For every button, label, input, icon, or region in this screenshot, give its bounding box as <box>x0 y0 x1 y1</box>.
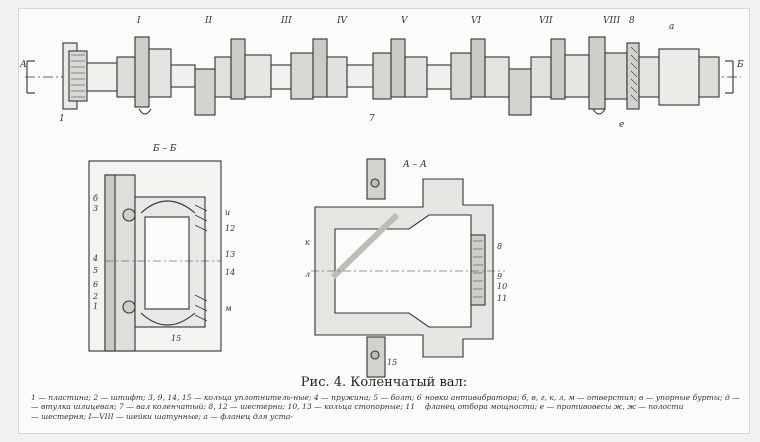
section-aa-title: Б – Б <box>152 144 177 154</box>
bb-label-15: 15 <box>387 358 397 367</box>
aa-label-5: 5 <box>93 266 98 275</box>
crankshaft-elevation <box>25 36 741 116</box>
bb-label-k: к <box>305 238 310 247</box>
part-label-plate: 1 <box>59 114 65 124</box>
figure-legend-left: 1 — пластина; 2 — штифт; 3, 9, 14, 15 — … <box>31 393 422 421</box>
journal-label-4: IV <box>336 16 349 26</box>
part-label-crankshaft: 7 <box>369 114 375 124</box>
journal-label-5: V <box>401 16 409 26</box>
bb-label-8: 8 <box>497 242 502 251</box>
journal-label-7: VII <box>539 16 553 26</box>
journal-label-6: VI <box>471 16 481 26</box>
journal-label-1: I <box>136 16 141 26</box>
document-page: А Б I II III IV V VI VII VIII 7 8 е 1 а … <box>18 8 750 434</box>
crankshaft-labels: А Б I II III IV V VI VII VIII 7 8 е 1 а <box>19 16 744 130</box>
part-label-counterweight: е <box>619 120 624 130</box>
aa-label-1: 1 <box>93 302 98 311</box>
bb-label-11: 11 <box>497 294 507 303</box>
aa-label-12: 12 <box>225 224 235 233</box>
part-label-flange: а <box>669 22 674 32</box>
section-aa-drawing: Б – Б <box>88 144 222 352</box>
aa-label-15: 15 <box>171 334 181 343</box>
aa-label-2: 2 <box>92 292 98 301</box>
aa-label-m: м <box>225 304 232 313</box>
aa-label-14: 14 <box>225 268 235 277</box>
journal-label-2: II <box>204 16 213 26</box>
aa-label-6: 6 <box>93 280 98 289</box>
journal-label-3: III <box>280 16 292 26</box>
bb-label-9: 9 <box>497 272 502 281</box>
part-label-gear: 8 <box>629 16 635 26</box>
figure-legend-right: новки антивибратора; б, в, г, к, л, м — … <box>425 393 740 412</box>
aa-label-b: б <box>93 194 98 203</box>
bb-label-10: 10 <box>497 282 507 291</box>
aa-label-i: и <box>225 208 230 217</box>
bb-label-l: л <box>305 270 310 279</box>
aa-label-3: 3 <box>93 204 98 213</box>
section-bb-title: А – А <box>402 160 427 170</box>
section-mark-b: Б <box>736 60 744 70</box>
aa-label-13: 13 <box>225 250 235 259</box>
figure-caption: Рис. 4. Коленчатый вал: <box>300 375 468 390</box>
crankshaft-drawing: А Б I II III IV V VI VII VIII 7 8 е 1 а … <box>19 16 744 378</box>
journal-label-8: VIII <box>603 16 621 26</box>
section-mark-a: А <box>19 60 27 70</box>
aa-label-4: 4 <box>92 254 98 263</box>
section-bb-drawing: А – А <box>311 158 505 378</box>
section-bb-labels: к л 8 9 10 11 15 <box>305 238 507 367</box>
section-aa-labels: б 3 4 5 6 2 1 и 12 13 14 м 15 <box>92 194 235 343</box>
